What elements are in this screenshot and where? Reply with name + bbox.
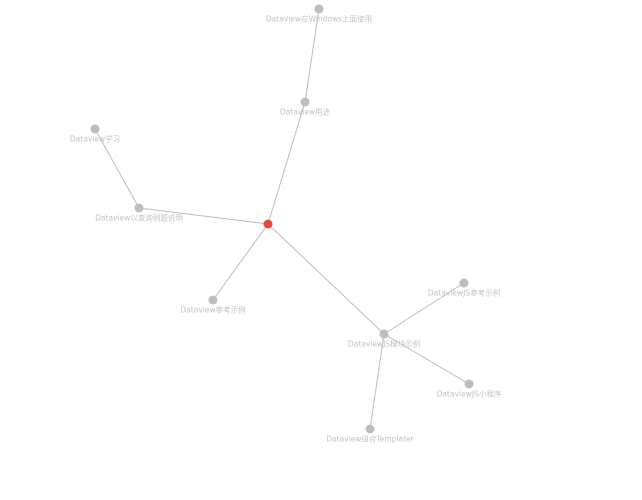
graph-node-label: Dataview用途 bbox=[280, 107, 331, 117]
graph-node[interactable] bbox=[314, 4, 324, 14]
label-layer: Dataview在Windows上面使用 Dataview用途 Dataview学习… bbox=[70, 14, 502, 444]
edge-layer bbox=[94, 8, 470, 430]
graph-edge-n6-n7 bbox=[383, 282, 465, 335]
graph-node[interactable] bbox=[90, 124, 100, 134]
graph-node[interactable] bbox=[379, 329, 389, 339]
graph-node-label: DataviewJS参考示例 bbox=[428, 288, 500, 298]
graph-node[interactable] bbox=[300, 97, 310, 107]
graph-node-label: Dataview学习 bbox=[70, 134, 120, 144]
graph-edge-n6-n9 bbox=[369, 333, 385, 430]
graph-node-label: DataviewJS模块示例 bbox=[348, 339, 420, 349]
graph-node[interactable] bbox=[365, 424, 375, 434]
graph-edge-n6-n8 bbox=[383, 333, 470, 385]
graph-node[interactable] bbox=[459, 278, 469, 288]
graph-node-label: DataviewJS小程序 bbox=[437, 389, 502, 399]
graph-node[interactable] bbox=[134, 203, 144, 213]
graph-node-label: Dataview参考示例 bbox=[180, 305, 245, 315]
graph-edge-root-n4 bbox=[138, 207, 269, 225]
graph-node-label: Dataview在Windows上面使用 bbox=[266, 14, 372, 24]
graph-node-current[interactable] bbox=[263, 219, 273, 229]
graph-node[interactable] bbox=[208, 295, 218, 305]
graph-edge-root-n5 bbox=[212, 223, 269, 301]
graph-edge-root-n2 bbox=[267, 101, 306, 225]
graph-node[interactable] bbox=[464, 379, 474, 389]
graph-edge-n4-n3 bbox=[94, 128, 140, 209]
graph-edge-root-n6 bbox=[267, 223, 385, 335]
graph-node-label: Dataview以查询例题说明 bbox=[95, 213, 183, 223]
graph-node-label: Dataview组合Templater bbox=[326, 434, 414, 444]
graph-edge-n2-n1 bbox=[304, 8, 320, 103]
node-layer bbox=[90, 4, 474, 434]
